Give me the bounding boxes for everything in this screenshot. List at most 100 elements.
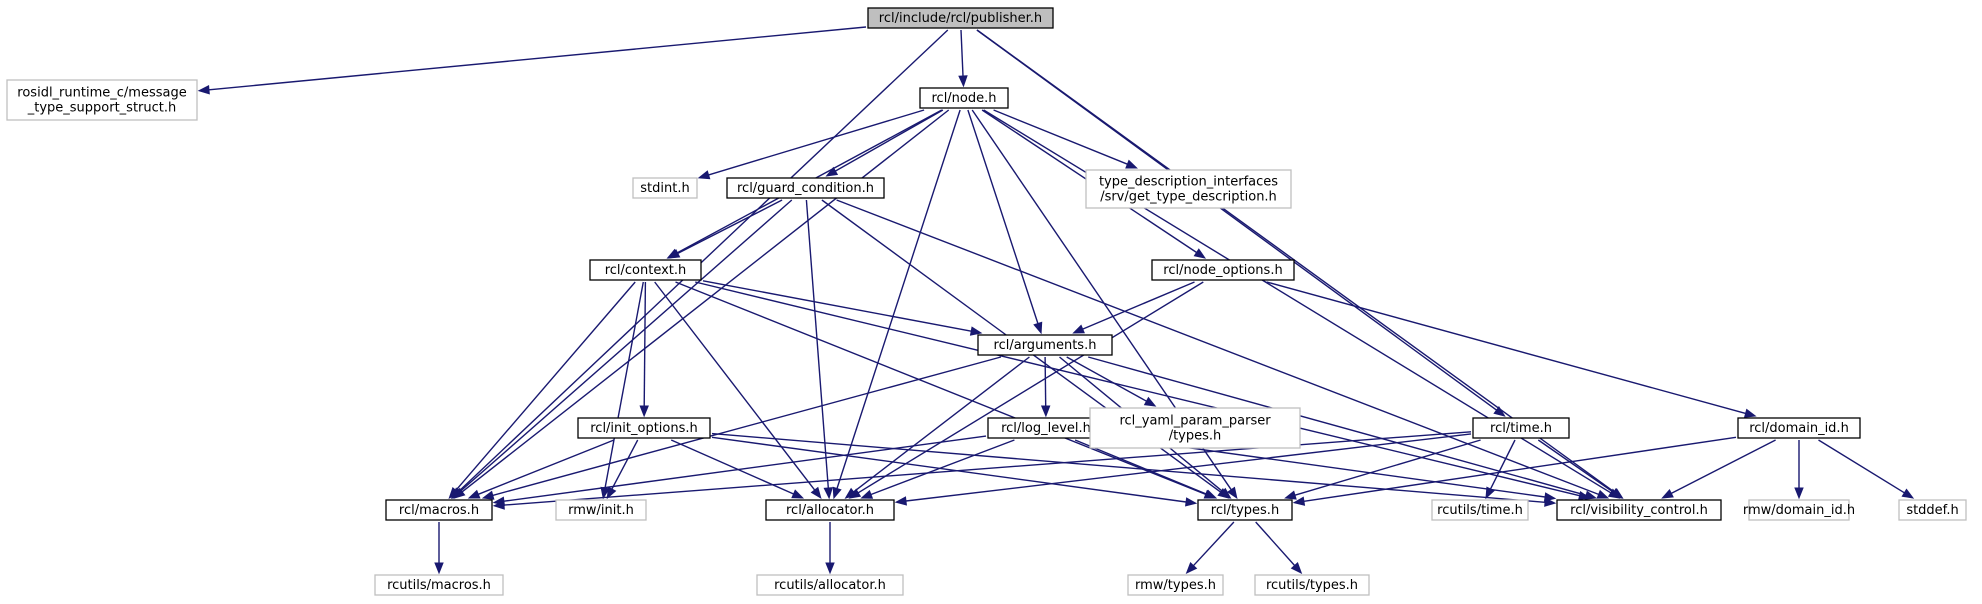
edge-line [677, 199, 783, 255]
node-box [1254, 574, 1370, 596]
node-domain-id[interactable]: rcl/domain_id.h [1737, 417, 1861, 439]
arrowhead-icon [434, 562, 444, 575]
edge-line [670, 439, 794, 495]
edge-line [492, 356, 1002, 497]
edge-node-to-stdint [697, 109, 925, 180]
edge-time-to-rcutils_time [1485, 439, 1516, 500]
arrowhead-icon [810, 486, 822, 500]
edge-node-to-visibility [983, 109, 1621, 499]
arrowhead-icon [1901, 488, 1915, 499]
edge-init_options-to-types [711, 436, 1198, 507]
node-label: rcl/time.h [1490, 421, 1552, 436]
edge-line [711, 436, 1187, 503]
node-macros[interactable]: rcl/macros.h [385, 499, 493, 521]
arrowhead-icon [197, 85, 210, 95]
node-label: stddef.h [1906, 503, 1958, 518]
node-node[interactable]: rcl/node.h [919, 87, 1009, 109]
edge-line [853, 356, 1030, 493]
node-box [1197, 499, 1293, 521]
node-time[interactable]: rcl/time.h [1472, 417, 1570, 439]
node-label: rcl/context.h [605, 263, 687, 278]
node-arguments[interactable]: rcl/arguments.h [977, 334, 1113, 356]
edge-arguments-to-macros [481, 356, 1002, 500]
node-label: rcl/types.h [1211, 503, 1279, 518]
edge-guard_condition-to-visibility [836, 199, 1610, 499]
arrowhead-icon [1185, 562, 1198, 574]
arrowhead-icon [697, 170, 711, 180]
edge-node-to-allocator [832, 109, 961, 500]
edge-line [654, 281, 816, 491]
edge-layer [197, 26, 1915, 575]
node-init-options[interactable]: rcl/init_options.h [577, 417, 711, 439]
edge-line [967, 109, 1039, 324]
edge-line [1066, 356, 1147, 402]
arrowhead-icon [1610, 488, 1623, 499]
edge-line [611, 439, 639, 490]
edge-node_options-to-domain_id [1266, 281, 1757, 418]
arrowhead-icon [1125, 159, 1138, 169]
edge-types-to-rcutils_types [1255, 521, 1303, 575]
arrowhead-icon [1661, 489, 1674, 499]
edge-time-to-types [1284, 439, 1481, 500]
node-layer: rcl/include/rcl/publisher.h rosidl_runtim… [6, 7, 1967, 596]
edge-line [1670, 439, 1776, 495]
node-box [6, 79, 198, 121]
edge-line [708, 109, 925, 176]
node-box [385, 499, 493, 521]
edge-types-to-rmw_types [1185, 521, 1235, 574]
node-visibility[interactable]: rcl/visibility_control.h [1556, 499, 1722, 521]
node-allocator[interactable]: rcl/allocator.h [765, 499, 895, 521]
node-label: rmw/init.h [568, 503, 634, 518]
node-label: rcl/node.h [931, 91, 996, 106]
arrowhead-icon [1794, 487, 1804, 500]
edge-time-to-allocator [894, 433, 1472, 506]
node-label: rcl/arguments.h [994, 338, 1097, 353]
node-box [577, 417, 711, 439]
node-label: type_description_interfaces [1099, 175, 1278, 190]
edge-init_options-to-macros [467, 439, 615, 499]
arrowhead-icon [1292, 496, 1306, 506]
edge-line [1303, 436, 1737, 502]
edge-node-to-guard_condition [825, 109, 944, 177]
edge-log_level-to-allocator [860, 439, 1015, 499]
arrowhead-icon [844, 487, 857, 499]
arrowhead-icon [1040, 405, 1051, 418]
node-rcutils-time: rcutils/time.h [1431, 499, 1529, 521]
node-node-options[interactable]: rcl/node_options.h [1151, 259, 1295, 281]
edge-arguments-to-log_level [1040, 356, 1051, 418]
edge-domain_id-to-stddef [1818, 439, 1915, 499]
edge-line [604, 281, 644, 489]
edge-line [857, 281, 1204, 494]
node-label: rcl/include/rcl/publisher.h [879, 11, 1042, 26]
arrowhead-icon [481, 490, 495, 500]
edge-allocator-to-rcutils_allocator [825, 522, 835, 575]
edge-node_options-to-arguments [1072, 281, 1195, 334]
node-label: rosidl_runtime_c/message [17, 86, 186, 101]
node-context[interactable]: rcl/context.h [589, 259, 702, 281]
edge-line [461, 109, 950, 493]
node-guard-condition[interactable]: rcl/guard_condition.h [726, 177, 885, 199]
node-box [589, 259, 702, 281]
node-box [977, 334, 1113, 356]
node-box [1737, 417, 1861, 439]
edge-line [1294, 439, 1481, 496]
edge-domain_id-to-visibility [1661, 439, 1776, 499]
edge-init_options-to-rmw_init [606, 439, 639, 500]
edge-guard_condition-to-macros [451, 199, 793, 499]
edge-domain_id-to-types [1292, 436, 1737, 506]
node-label: rcl/node_options.h [1163, 263, 1282, 278]
edge-line [711, 432, 1546, 503]
arrowhead-icon [1185, 497, 1198, 507]
node-types[interactable]: rcl/types.h [1197, 499, 1293, 521]
node-stdint: stdint.h [632, 177, 698, 199]
edge-log_level-to-types [1074, 439, 1218, 499]
edge-line [976, 29, 1615, 493]
edge-line [1818, 439, 1905, 494]
node-log-level[interactable]: rcl/log_level.h [987, 417, 1105, 439]
edge-line [993, 109, 1128, 165]
node-box [756, 574, 904, 596]
node-box [555, 499, 647, 521]
edge-line [836, 199, 1599, 496]
edge-line [478, 439, 615, 495]
